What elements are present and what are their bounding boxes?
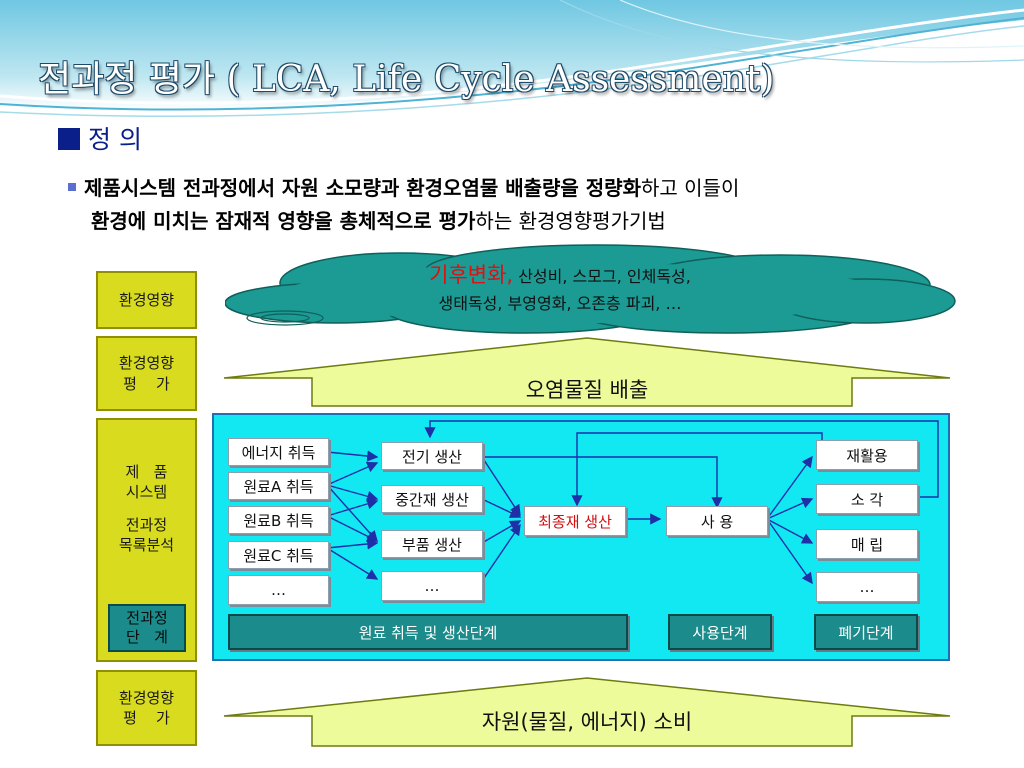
disposal-box-more: … xyxy=(816,572,918,602)
bullet-icon xyxy=(68,183,76,191)
climate-change-highlight: 기후변화, xyxy=(429,263,514,287)
emission-arrow xyxy=(223,337,951,407)
left-box-4-line-1: 환경영향 xyxy=(118,688,175,707)
cloud-text: 기후변화, 산성비, 스모그, 인체독성, 생태독성, 부영영화, 오존층 파괴… xyxy=(300,260,820,316)
emission-arrow-label: 오염물질 배출 xyxy=(525,378,649,402)
stage-label-line-2: 단 계 xyxy=(126,628,168,646)
disposal-box-incineration: 소 각 xyxy=(816,484,918,514)
definition-line-2: 환경에 미치는 잠재적 영향을 총체적으로 평가하는 환경영향평가기법 xyxy=(91,205,666,234)
section-heading-text: 정 의 xyxy=(88,125,142,154)
definition-line-1: 제품시스템 전과정에서 자원 소모량과 환경오염물 배출량을 정량화하고 이들이 xyxy=(84,172,739,201)
left-box-3-line-3: 전과정 xyxy=(125,515,168,534)
input-box-material-c: 원료C 취득 xyxy=(228,541,329,569)
left-box-4-line-2: 평 가 xyxy=(123,709,170,727)
cloud-line-1: 기후변화, 산성비, 스모그, 인체독성, xyxy=(300,260,820,292)
input-box-material-a: 원료A 취득 xyxy=(228,472,329,500)
resource-arrow xyxy=(223,677,951,747)
left-box-impact-assessment-bottom: 환경영향 평 가 xyxy=(96,670,197,746)
cloud-line-1-rest: 산성비, 스모그, 인체독성, xyxy=(513,267,691,286)
definition-line-2-rest: 하는 환경영향평가기법 xyxy=(475,209,666,233)
definition-line-1-bold: 제품시스템 전과정에서 자원 소모량과 환경오염물 배출량을 정량화 xyxy=(84,176,641,200)
stage-bar-use: 사용단계 xyxy=(668,614,772,650)
definition-line-2-bold: 환경에 미치는 잠재적 영향을 총체적으로 평가 xyxy=(91,209,476,233)
title-banner xyxy=(0,0,1024,130)
stage-bar-production: 원료 취득 및 생산단계 xyxy=(228,614,628,650)
definition-line-1-rest: 하고 이들이 xyxy=(640,176,740,200)
production-box-more: … xyxy=(381,571,483,601)
left-box-3-line-2: 시스템 xyxy=(125,483,168,502)
left-box-impact-assessment-top: 환경영향 평 가 xyxy=(96,336,197,411)
production-box-electricity: 전기 생산 xyxy=(381,442,483,470)
left-box-1-line-1: 환경영향 xyxy=(118,290,175,309)
stage-bar-disposal: 폐기단계 xyxy=(814,614,918,650)
section-heading: 정 의 xyxy=(58,120,142,156)
input-box-material-b: 원료B 취득 xyxy=(228,506,329,534)
cloud-line-2: 생태독성, 부영영화, 오존층 파괴, … xyxy=(438,293,682,313)
left-box-3-line-1: 제 품 xyxy=(125,463,168,481)
final-production-box: 최종재 생산 xyxy=(524,506,626,536)
resource-arrow-label: 자원(물질, 에너지) 소비 xyxy=(481,710,693,734)
input-box-more: … xyxy=(228,575,329,605)
lifecycle-stage-label: 전과정 단 계 xyxy=(108,604,186,652)
production-box-intermediate: 중간재 생산 xyxy=(381,485,483,513)
input-box-energy: 에너지 취득 xyxy=(228,438,329,466)
left-box-3-line-4: 목록분석 xyxy=(118,535,175,554)
stage-label-line-1: 전과정 xyxy=(126,609,168,628)
left-box-2-line-2: 평 가 xyxy=(123,374,170,393)
impact-cloud xyxy=(225,244,956,334)
flow-arrows xyxy=(326,420,939,585)
disposal-box-recycling: 재활용 xyxy=(816,440,918,470)
left-box-2-line-1: 환경영향 xyxy=(118,354,175,373)
disposal-box-landfill: 매 립 xyxy=(816,529,918,559)
square-bullet-icon xyxy=(58,128,80,150)
production-box-parts: 부품 생산 xyxy=(381,530,483,558)
left-box-environmental-impact: 환경영향 xyxy=(96,271,197,329)
use-box: 사 용 xyxy=(666,506,768,536)
slide-title: 전과정 평가 ( LCA, Life Cycle Assessment) xyxy=(38,59,775,100)
